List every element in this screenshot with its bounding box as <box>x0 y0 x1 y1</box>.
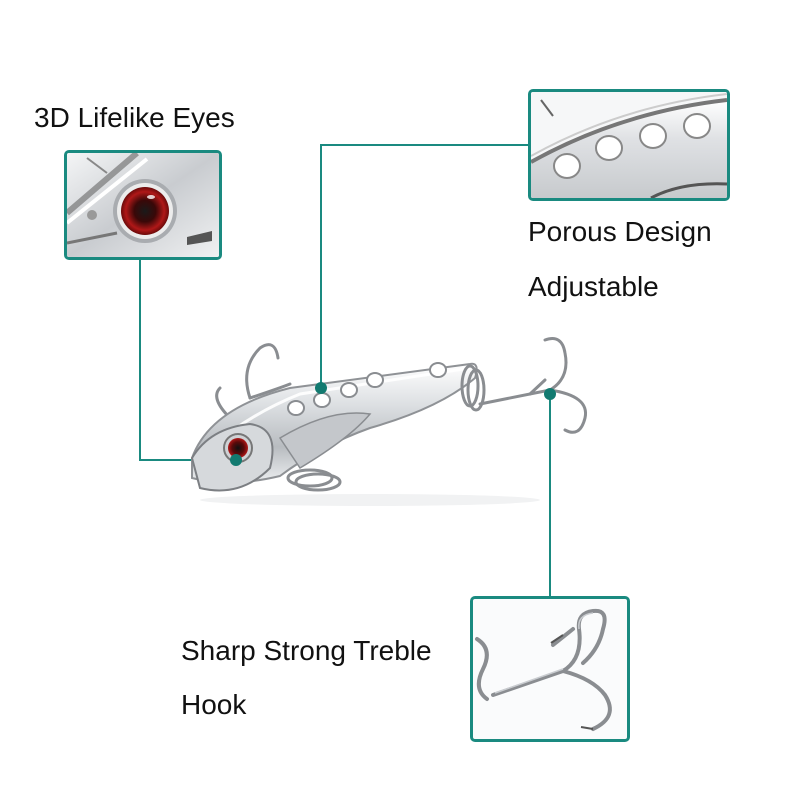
hook-callout-label-line2: Hook <box>181 689 247 720</box>
eyes-callout-label: 3D Lifelike Eyes <box>34 102 235 133</box>
porous-connector-vertical <box>320 144 322 384</box>
porous-connector-dot <box>315 382 327 394</box>
fishing-lure-image <box>170 328 610 508</box>
eyes-connector-vertical <box>139 260 141 460</box>
eyes-connector-dot <box>230 454 242 466</box>
fishing-lure-illustration-icon <box>190 337 588 506</box>
hook-callout-label: Sharp Strong Treble <box>181 635 432 666</box>
porous-connector-horizontal <box>320 144 529 146</box>
porous-callout-label: Porous Design <box>528 216 712 247</box>
lure-eye-closeup-icon <box>67 153 219 257</box>
eyes-connector-horizontal <box>139 459 237 461</box>
adjustable-callout-label: Adjustable <box>528 271 659 302</box>
hook-detail-image <box>470 596 630 742</box>
treble-hook-closeup-icon <box>475 608 612 731</box>
holes-detail-image <box>528 89 730 201</box>
lure-holes-closeup-icon <box>531 92 727 198</box>
hook-connector-dot <box>544 388 556 400</box>
hook-connector-vertical <box>549 394 551 598</box>
eye-detail-image <box>64 150 222 260</box>
